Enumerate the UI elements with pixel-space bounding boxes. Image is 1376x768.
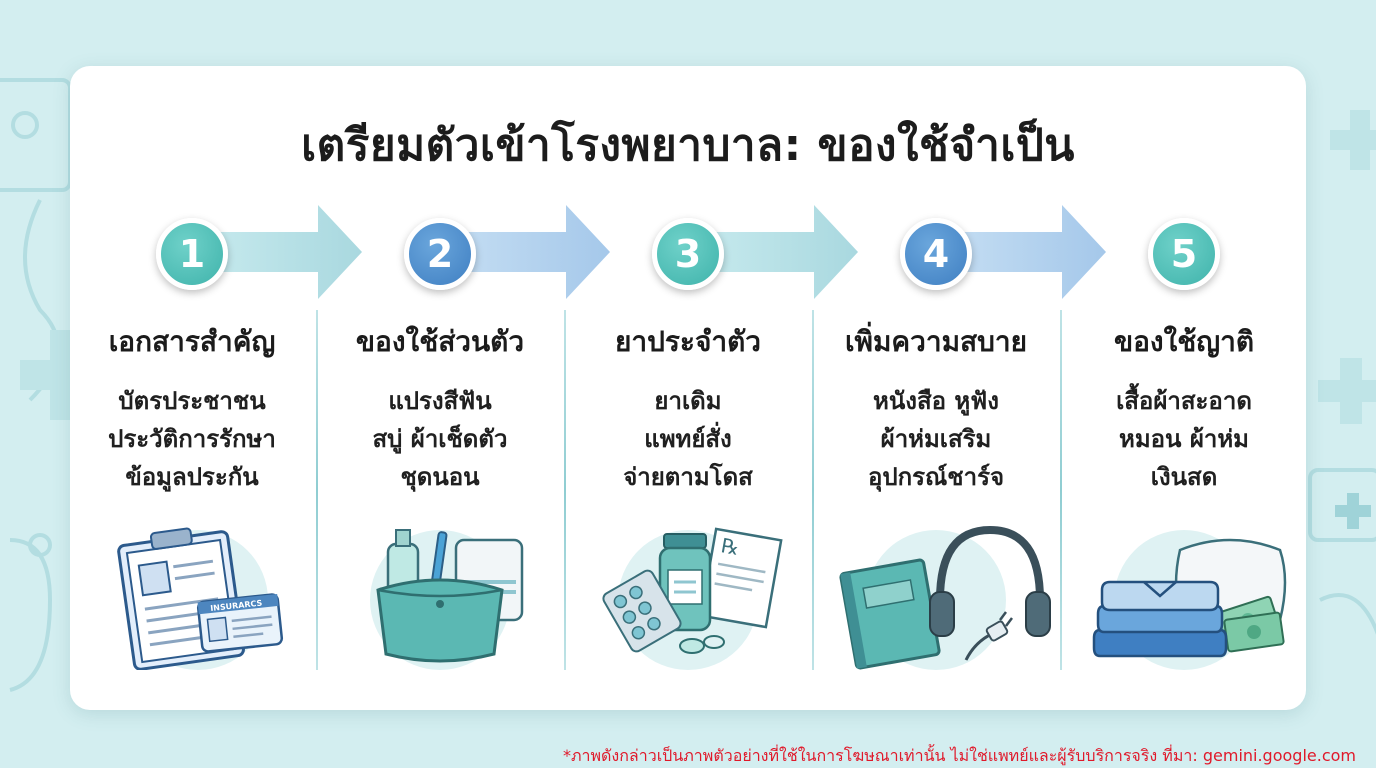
arrow-1-2 <box>200 205 362 299</box>
step-2-badge: 2 <box>404 218 476 290</box>
step-4-column: 4 เพิ่มความสบาย หนังสือ หูฟัง ผ้าห่มเสริ… <box>812 200 1060 670</box>
page-title: เตรียมตัวเข้าโรงพยาบาล: ของใช้จำเป็น <box>301 120 1075 171</box>
medicine-bottle-icon: ℞ <box>602 527 783 670</box>
step-2-item: แปรงสีฟัน <box>388 387 492 415</box>
bg-cross-icon-2 <box>1330 110 1376 170</box>
rx-symbol: ℞ <box>719 533 741 560</box>
step-3-item: ยาเดิม <box>654 387 722 415</box>
step-3-item: แพทย์สั่ง <box>644 425 732 453</box>
step-5-item: หมอน ผ้าห่ม <box>1119 425 1249 453</box>
clipboard-document-icon: INSURARCS <box>117 527 284 670</box>
clothes-pillow-cash-icon <box>1092 530 1287 670</box>
step-1-item: บัตรประชาชน <box>118 387 266 415</box>
step-5-item: เงินสด <box>1150 463 1218 491</box>
step-3-heading: ยาประจำตัว <box>614 325 761 358</box>
step-5-heading: ของใช้ญาติ <box>1113 325 1255 358</box>
step-4-item: หนังสือ หูฟัง <box>873 387 999 415</box>
step-5-items: เสื้อผ้าสะอาด หมอน ผ้าห่ม เงินสด <box>1060 382 1308 496</box>
step-1-heading: เอกสารสำคัญ <box>108 325 276 358</box>
step-5-item: เสื้อผ้าสะอาด <box>1116 387 1252 415</box>
step-1-column: 1 เอกสารสำคัญ บัตรประชาชน ประวัติการรักษ… <box>68 200 316 670</box>
step-1-items: บัตรประชาชน ประวัติการรักษา ข้อมูลประกัน <box>68 382 316 496</box>
step-2-heading: ของใช้ส่วนตัว <box>355 325 525 358</box>
bg-stethoscope-icon-2 <box>9 538 53 692</box>
step-1-badge: 1 <box>156 218 228 290</box>
step-1-item: ข้อมูลประกัน <box>125 463 259 491</box>
bg-avatar-icon <box>11 111 39 139</box>
step-4-badge: 4 <box>900 218 972 290</box>
arrow-3-4 <box>696 205 858 299</box>
column-divider <box>316 310 318 670</box>
disclaimer-footnote: *ภาพดังกล่าวเป็นภาพตัวอย่างที่ใช้ในการโฆ… <box>562 746 1356 765</box>
step-2-column: 2 ของใช้ส่วนตัว แปรงสีฟัน สบู่ ผ้าเช็ดตั… <box>316 200 564 670</box>
step-2-item: สบู่ ผ้าเช็ดตัว <box>372 425 508 453</box>
step-3-items: ยาเดิม แพทย์สั่ง จ่ายตามโดส <box>564 382 812 496</box>
arrow-2-3 <box>448 205 610 299</box>
step-3-badge: 3 <box>652 218 724 290</box>
step-arrows <box>200 205 1106 299</box>
step-4-heading: เพิ่มความสบาย <box>844 325 1028 358</box>
step-3-item: จ่ายตามโดส <box>623 463 753 491</box>
step-2-items: แปรงสีฟัน สบู่ ผ้าเช็ดตัว ชุดนอน <box>316 382 564 496</box>
arrow-4-5 <box>944 205 1106 299</box>
column-divider <box>564 310 566 670</box>
step-3-column: 3 ยาประจำตัว ยาเดิม แพทย์สั่ง จ่ายตามโดส… <box>564 200 812 670</box>
book-headphones-icon <box>839 525 1051 670</box>
column-divider <box>812 310 814 670</box>
step-4-item: ผ้าห่มเสริม <box>880 425 992 453</box>
bg-cross-icon-3 <box>1318 358 1376 424</box>
step-5-badge: 5 <box>1148 218 1220 290</box>
bg-cross-icon-1 <box>20 330 110 420</box>
column-divider <box>1060 310 1062 670</box>
toiletry-bag-icon <box>370 529 524 670</box>
bg-medkit-icon <box>1308 468 1376 542</box>
step-1-item: ประวัติการรักษา <box>108 425 276 453</box>
step-4-items: หนังสือ หูฟัง ผ้าห่มเสริม อุปกรณ์ชาร์จ <box>812 382 1060 496</box>
step-2-item: ชุดนอน <box>400 463 480 491</box>
step-4-item: อุปกรณ์ชาร์จ <box>867 463 1005 491</box>
step-5-column: 5 ของใช้ญาติ เสื้อผ้าสะอาด หมอน ผ้าห่ม เ… <box>1060 200 1308 670</box>
